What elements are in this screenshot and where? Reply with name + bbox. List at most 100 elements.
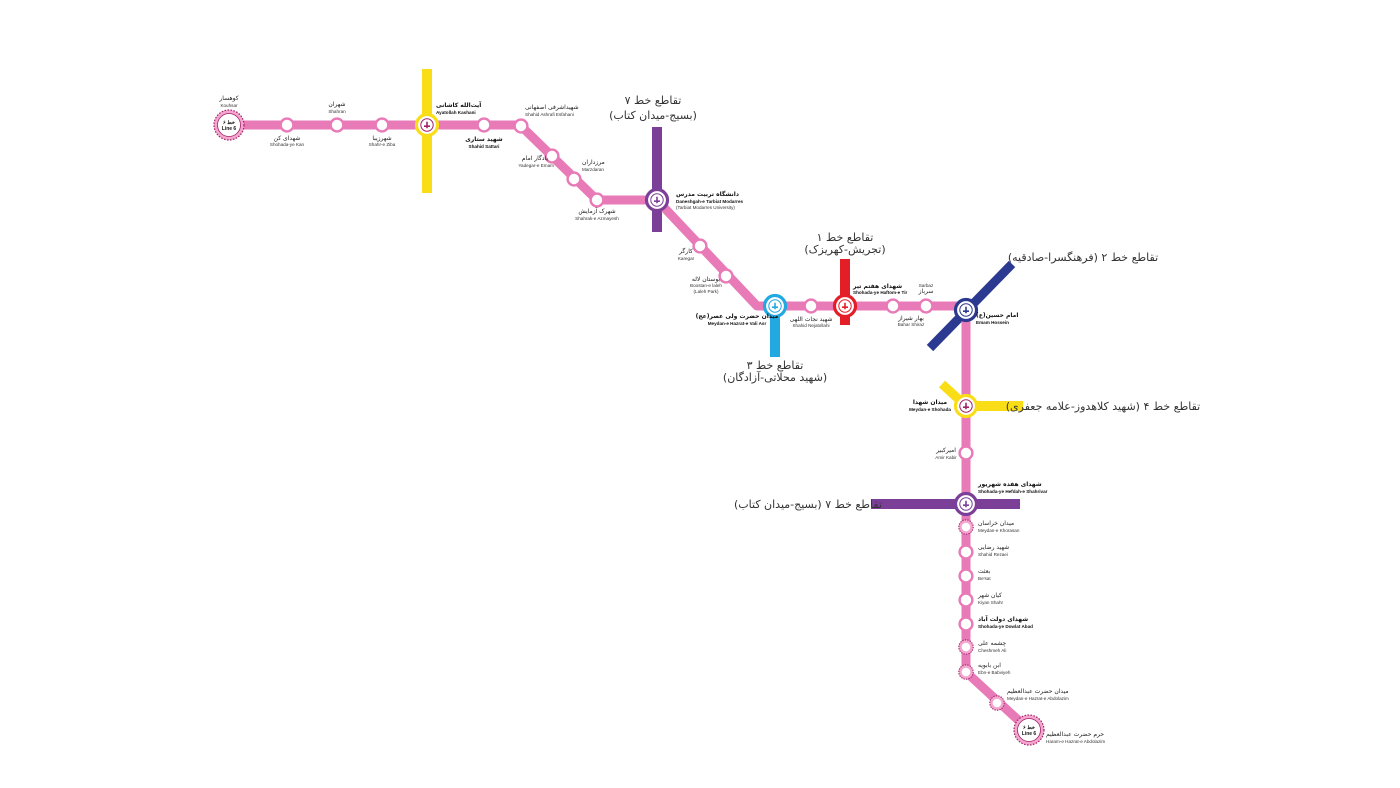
terminal-line-fa: ۶ خط xyxy=(1023,725,1035,731)
station-name-en: Shohada-ye Kan xyxy=(270,142,305,147)
station-name-en: Sarbaz xyxy=(919,283,934,288)
interchange-label-line: تقاطع خط ۲ (فرهنگسرا-صادقیه) xyxy=(1008,251,1158,264)
station-name-en: Ayatollah Kashani xyxy=(436,110,476,115)
interchange-label-line4: تقاطع خط ۴ (شهید کلاهدوز-علامه جعفری) xyxy=(1006,400,1200,413)
station-name-fa: کوهسار xyxy=(218,95,238,102)
interchange-glyph-icon xyxy=(424,121,430,129)
station-meydan-e-hazrat-e-vali-asr[interactable]: میدان حضرت ولی عصر(عج)Meydan-e Hazrat-e … xyxy=(696,293,788,327)
station-name-en: Cheshmeh Ali xyxy=(978,648,1006,653)
station-name-fa: ابن بابویه xyxy=(978,662,1001,669)
interchange-glyph-icon xyxy=(963,402,969,410)
station-name-fa: میدان خراسان xyxy=(978,520,1014,527)
interchange-label-line: تقاطع خط ۷ xyxy=(625,94,682,107)
station-name-en: Emam Hossein xyxy=(976,320,1009,325)
station-marker xyxy=(544,148,560,164)
interchange-glyph-icon xyxy=(654,196,660,204)
interchange-label-line7-top: تقاطع خط ۷(بسیج-میدان کتاب) xyxy=(609,94,697,122)
station-name-en-sub: (Laleh Park) xyxy=(693,289,718,294)
station-marker xyxy=(958,568,974,584)
interchange-glyph-icon xyxy=(772,302,778,310)
station-name-en: Shohada-ye Haftom-e Tir xyxy=(853,290,907,295)
interchange-label-line: تقاطع خط ۷ (بسیج-میدان کتاب) xyxy=(734,498,882,511)
planned-station-marker-inner xyxy=(992,698,1002,708)
station-name-en: Bahar Shiraz xyxy=(898,322,925,327)
station-marker xyxy=(958,445,974,461)
station-name-fa: شهدای کن xyxy=(274,135,301,142)
planned-station-marker-inner xyxy=(961,642,971,652)
station-name-fa: شهید رضایی xyxy=(978,544,1009,551)
interchange-glyph-icon xyxy=(842,302,848,310)
station-name-en: Yadegar-e Emam xyxy=(518,163,554,168)
terminal-marker-inner xyxy=(1017,718,1041,742)
station-name-fa: حرم حضرت عبدالعظیم xyxy=(1046,731,1104,738)
station-name-fa: شهرک آزمایش xyxy=(578,206,615,215)
station-name-fa: شهید ستاری xyxy=(465,136,503,143)
station-emam-hossein[interactable]: امام حسین(ع)Emam Hossein xyxy=(953,297,1019,326)
station-marker xyxy=(918,298,934,314)
station-marker xyxy=(803,298,819,314)
station-name-en: Shahid Sattari xyxy=(469,144,500,149)
station-marker xyxy=(958,592,974,608)
station-name-en: Haram-e Hazrat-e Abdolazim xyxy=(1046,739,1105,744)
station-marker xyxy=(692,238,708,254)
planned-station-marker-inner xyxy=(961,667,971,677)
station-name-en: Kouhsar xyxy=(220,103,238,108)
interchange-glyph-icon xyxy=(963,306,969,314)
station-marker xyxy=(958,616,974,632)
interchange-label-line: (شهید محلاتی-آزادگان) xyxy=(723,370,827,384)
line-6-track xyxy=(224,120,1034,735)
station-name-fa: شهرزیبا xyxy=(372,135,391,142)
station-name-fa: میدان حضرت عبدالعظیم xyxy=(1007,688,1069,695)
station-name-en: Amir Kabir xyxy=(935,455,957,460)
interchange-label-line1: تقاطع خط ۱(تجریش-کهریزک) xyxy=(804,231,885,256)
station-marker xyxy=(589,192,605,208)
station-name-en: Meydan-e Khorasan xyxy=(978,528,1020,533)
station-name-en: Meydan-e Hazrat-e Abdolazim xyxy=(1007,696,1069,701)
station-name-fa: شهدای هفده شهریور xyxy=(977,481,1042,488)
station-name-en: Shahid Rezaei xyxy=(978,552,1008,557)
station-name-fa: کیان شهر xyxy=(977,592,1002,599)
terminal-marker-inner xyxy=(217,113,241,137)
station-name-en: Daneshgah-e Tarbiat Modarres xyxy=(676,199,743,204)
station-name-fa: بوستان لاله xyxy=(692,276,721,283)
station-marker xyxy=(885,298,901,314)
station-name-en: Ebn-e Babviyeh xyxy=(978,670,1011,675)
station-name-fa: شهدای هفتم تیر xyxy=(852,283,902,290)
station-name-fa: میدان حضرت ولی عصر(عج) xyxy=(696,313,779,320)
station-name-en: Kiyan Shahr xyxy=(978,600,1003,605)
station-name-fa: یادگار امام xyxy=(522,154,548,162)
station-marker xyxy=(279,117,295,133)
station-name-en: Shahr-e Ziba xyxy=(369,142,396,147)
interchange-label-line7-bottom: تقاطع خط ۷ (بسیج-میدان کتاب) xyxy=(734,498,882,511)
station-name-fa: شهدای دولت آباد xyxy=(978,614,1028,623)
